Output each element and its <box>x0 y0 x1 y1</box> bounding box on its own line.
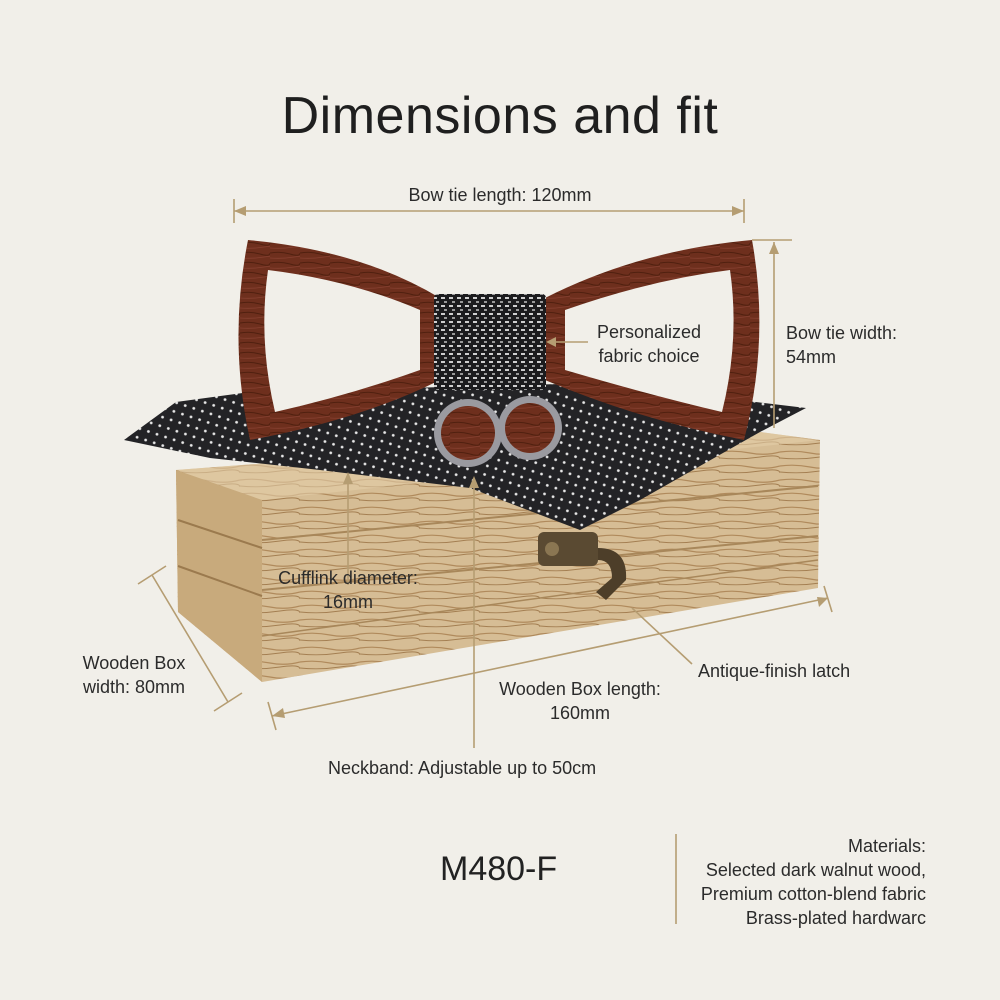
bow-tie <box>238 240 760 440</box>
model-number: M480-F <box>440 850 558 888</box>
materials-line-2: Premium cotton-blend fabric <box>700 884 926 904</box>
cufflink-line-2: 16mm <box>322 592 373 612</box>
box-width-label: Wooden Box width: 80mm <box>64 651 204 699</box>
cufflink-diameter-label: Cufflink diameter: 16mm <box>260 566 436 614</box>
materials-block: Materials: Selected dark walnut wood, Pr… <box>701 834 926 930</box>
annotation-lines <box>137 199 833 924</box>
personalized-line-2: fabric choice <box>598 346 700 366</box>
box-length-label: Wooden Box length: 160mm <box>480 677 680 725</box>
bow-tie-width-line-1: Bow tie width: <box>786 323 898 343</box>
box-width-line-2: width: 80mm <box>82 677 186 697</box>
materials-line-1: Selected dark walnut wood, <box>705 860 926 880</box>
box-length-line-2: 160mm <box>549 703 611 723</box>
latch <box>538 532 627 600</box>
bow-tie-length-label: Bow tie length: 120mm <box>408 185 592 205</box>
box-width-line-1: Wooden Box <box>82 653 186 673</box>
box-length-line-1: Wooden Box length: <box>499 679 661 699</box>
personalized-line-1: Personalized <box>596 322 702 342</box>
cufflink-line-1: Cufflink diameter: <box>278 568 418 588</box>
materials-line-3: Brass-plated hardwarc <box>745 908 926 928</box>
personalized-label: Personalized fabric choice <box>584 320 714 368</box>
latch-label: Antique-finish latch <box>698 661 851 681</box>
cufflinks <box>434 396 562 467</box>
page-title: Dimensions and fit <box>281 87 719 145</box>
neckband-label: Neckband: Adjustable up to 50cm <box>328 758 597 778</box>
materials-heading: Materials: <box>847 836 926 856</box>
bow-tie-width-line-2: 54mm <box>786 347 837 367</box>
bow-tie-width-label: Bow tie width: 54mm <box>786 321 897 369</box>
